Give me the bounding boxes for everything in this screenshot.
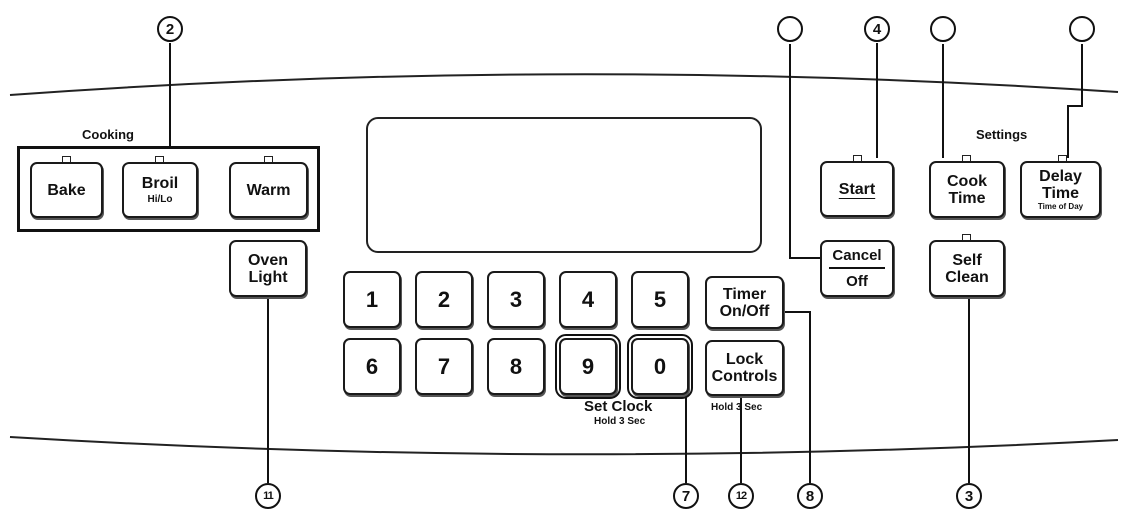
- timer-label-2: On/Off: [719, 302, 770, 320]
- key-label-5: 5: [653, 286, 667, 312]
- keypad-1-button[interactable]: 1: [343, 271, 401, 328]
- broil-sub-label: Hi/Lo: [147, 194, 173, 205]
- callout-blank-c: [1069, 16, 1095, 42]
- cancel-off-button[interactable]: Cancel Off: [820, 240, 894, 297]
- keypad-4-button[interactable]: 4: [559, 271, 617, 328]
- panel-top-edge: [9, 73, 1119, 96]
- lock-label-2: Controls: [711, 368, 778, 385]
- off-label: Off: [846, 273, 868, 290]
- bake-label: Bake: [47, 181, 86, 199]
- callout-8: 8: [797, 483, 823, 509]
- cook-time-label-1: Cook: [947, 172, 987, 190]
- key-label-0: 0: [653, 353, 667, 379]
- delay-time-label-1: Delay: [1039, 168, 1082, 185]
- warm-button[interactable]: Warm: [229, 162, 308, 218]
- keypad-7-button[interactable]: 7: [415, 338, 473, 395]
- lock-controls-button[interactable]: Lock Controls: [705, 340, 784, 396]
- callout-blank-b: [930, 16, 956, 42]
- key-label-9: 9: [581, 353, 595, 379]
- leader-blank-c: [1067, 44, 1083, 158]
- self-clean-label-1: Self: [952, 251, 982, 269]
- bake-button[interactable]: Bake: [30, 162, 103, 218]
- cancel-label: Cancel: [829, 247, 885, 269]
- callout-2: 2: [157, 16, 183, 42]
- leader-8: [784, 311, 811, 483]
- oven-light-button[interactable]: Oven Light: [229, 240, 307, 297]
- key-label-7: 7: [437, 353, 451, 379]
- key-label-4: 4: [581, 286, 595, 312]
- panel-bottom-edge: [9, 436, 1119, 456]
- lock-label-1: Lock: [725, 351, 764, 368]
- cook-time-label-2: Time: [948, 189, 986, 207]
- start-button[interactable]: Start: [820, 161, 894, 217]
- key-label-3: 3: [509, 286, 523, 312]
- warm-label: Warm: [246, 181, 291, 199]
- leader-7: [683, 394, 687, 483]
- oven-light-label-2: Light: [248, 268, 288, 286]
- self-clean-button[interactable]: Self Clean: [929, 240, 1005, 297]
- oven-light-label-1: Oven: [247, 251, 288, 269]
- callout-blank-a: [777, 16, 803, 42]
- cook-time-button[interactable]: Cook Time: [929, 161, 1005, 218]
- delay-time-button[interactable]: Delay Time Time of Day: [1020, 161, 1101, 218]
- key-label-2: 2: [437, 286, 451, 312]
- broil-label: Broil: [141, 175, 179, 192]
- lock-hold-label: Hold 3 Sec: [711, 402, 763, 413]
- keypad-0-button[interactable]: 0: [627, 334, 693, 399]
- key-label-6: 6: [365, 353, 379, 379]
- keypad-3-button[interactable]: 3: [487, 271, 545, 328]
- key-label-8: 8: [509, 353, 523, 379]
- keypad-2-button[interactable]: 2: [415, 271, 473, 328]
- key-label-1: 1: [365, 286, 379, 312]
- delay-time-label-2: Time: [1041, 185, 1080, 202]
- keypad-9-button[interactable]: 9: [555, 334, 621, 399]
- callout-4: 4: [864, 16, 890, 42]
- timer-button[interactable]: Timer On/Off: [705, 276, 784, 329]
- start-label: Start: [838, 180, 876, 198]
- keypad-6-button[interactable]: 6: [343, 338, 401, 395]
- cooking-group-box: [17, 146, 320, 232]
- self-clean-label-2: Clean: [945, 268, 989, 286]
- callout-7: 7: [673, 483, 699, 509]
- callout-3: 3: [956, 483, 982, 509]
- keypad-5-button[interactable]: 5: [631, 271, 689, 328]
- keypad-8-button[interactable]: 8: [487, 338, 545, 395]
- delay-time-sub-label: Time of Day: [1037, 202, 1084, 211]
- display-screen: [366, 117, 762, 253]
- set-clock-label: Set Clock: [584, 398, 653, 415]
- timer-label-1: Timer: [722, 285, 767, 303]
- leader-blank-a: [789, 44, 820, 259]
- cooking-label: Cooking: [82, 127, 134, 142]
- callout-12: 12: [728, 483, 754, 509]
- callout-11: 11: [255, 483, 281, 509]
- settings-label: Settings: [976, 127, 1028, 142]
- leader-lines: [169, 43, 1083, 483]
- set-clock-hold-label: Hold 3 Sec: [594, 416, 646, 427]
- broil-button[interactable]: Broil Hi/Lo: [122, 162, 198, 218]
